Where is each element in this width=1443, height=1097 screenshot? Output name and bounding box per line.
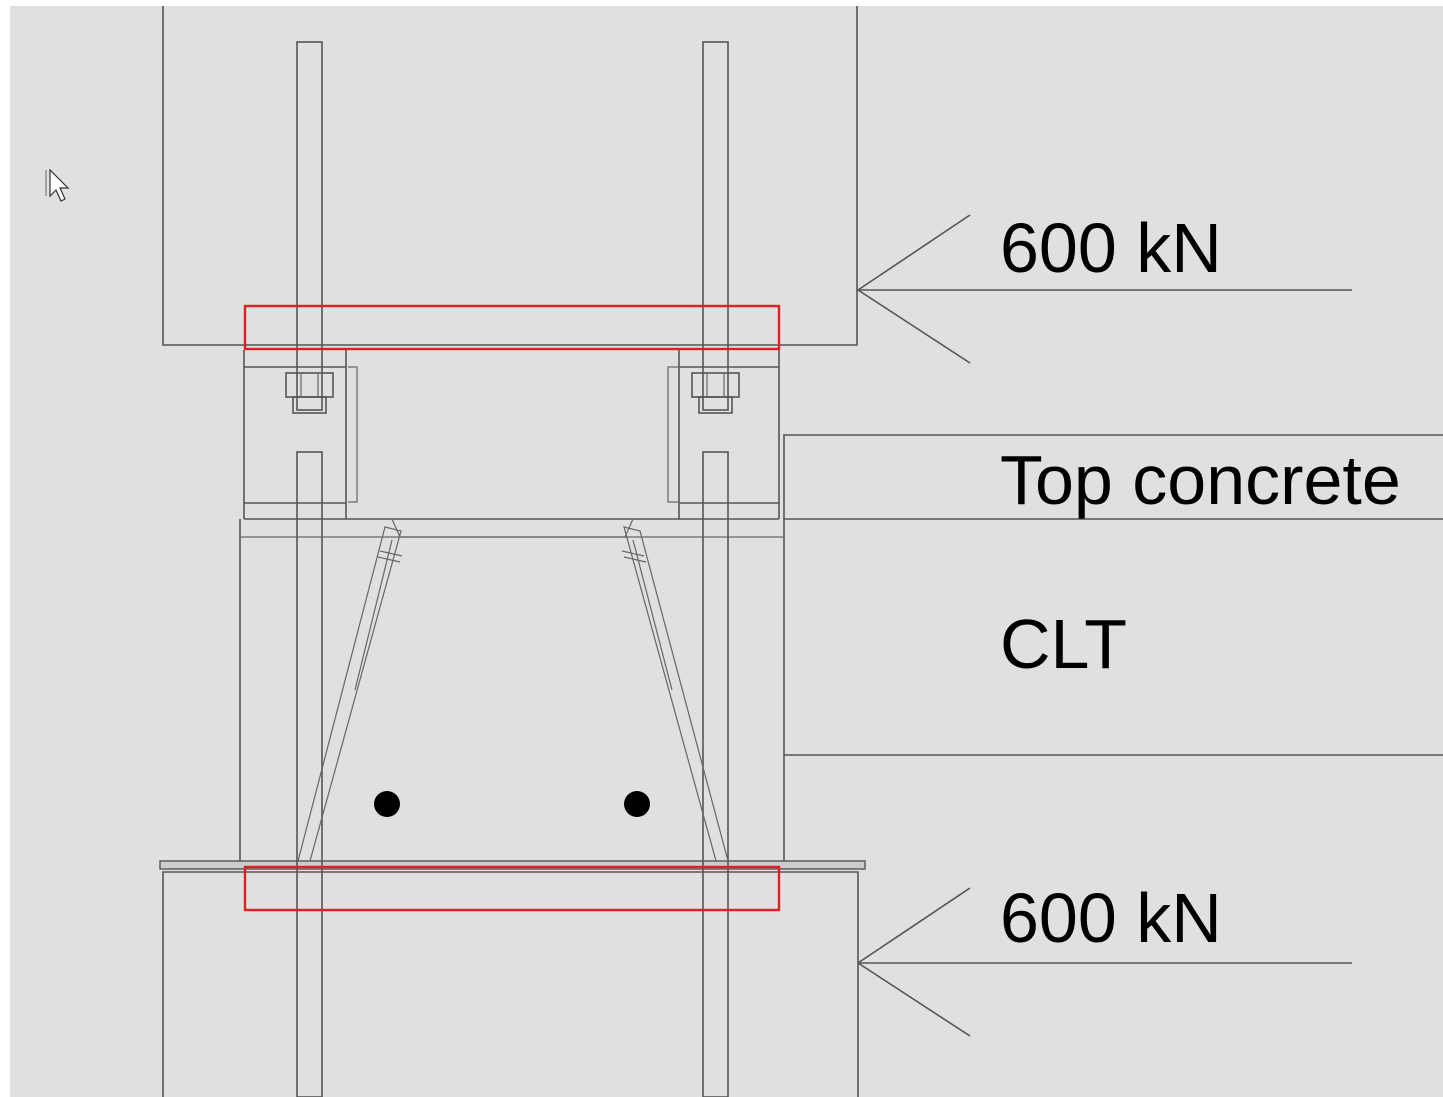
top-load-label: 600 kN bbox=[1000, 209, 1222, 287]
nut-right bbox=[691, 372, 740, 414]
bottom-load-label: 600 kN bbox=[1000, 879, 1222, 957]
layer-label-leaders bbox=[783, 434, 1443, 756]
upper-bearing-highlight bbox=[243, 304, 781, 351]
inclined-screw-right bbox=[621, 526, 729, 862]
upper-loading-block bbox=[162, 6, 858, 346]
mouse-pointer-icon bbox=[45, 168, 70, 202]
threaded-rod-left bbox=[296, 41, 323, 1097]
lower-bearing-highlight bbox=[243, 865, 781, 912]
bottom-load-arrow bbox=[857, 887, 1352, 1037]
nut-left bbox=[285, 372, 334, 414]
top-load-arrow bbox=[857, 214, 1352, 364]
lower-loading-block bbox=[159, 860, 866, 1097]
top-concrete-label: Top concrete bbox=[1000, 441, 1401, 519]
drawing-background bbox=[10, 6, 1443, 1097]
inclined-screw-left bbox=[297, 526, 403, 862]
clt-label: CLT bbox=[1000, 605, 1127, 683]
measurement-point-left bbox=[374, 791, 400, 817]
measurement-point-right bbox=[624, 791, 650, 817]
top-concrete-layer bbox=[243, 350, 780, 520]
threaded-rod-right bbox=[702, 41, 729, 1097]
